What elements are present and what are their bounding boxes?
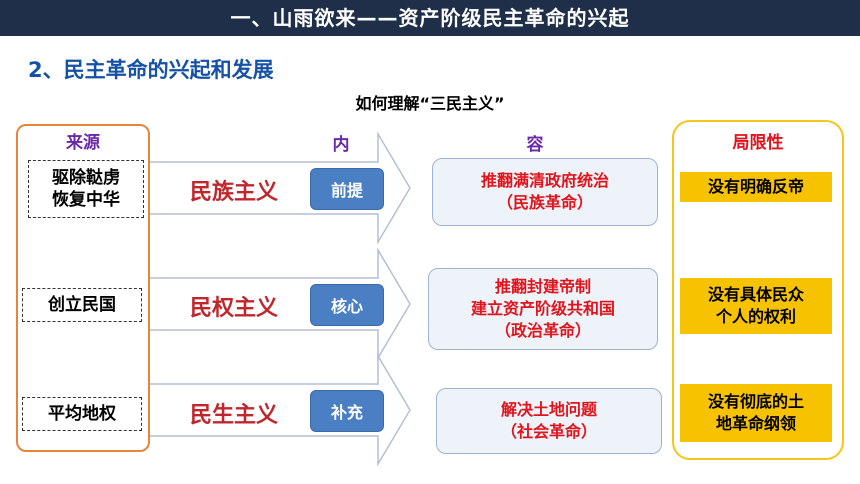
content-1-line-1: 推翻满清政府统治 (480, 171, 609, 190)
content-3-line-2: （社会革命） (500, 422, 597, 441)
content-heading-left: 内 (332, 135, 350, 155)
content-box-1: 推翻满清政府统治 （民族革命） (432, 158, 658, 226)
content-3-line-1: 解决土地问题 (500, 400, 597, 419)
limitation-item-2: 没有具体民众 个人的权利 (680, 278, 832, 334)
doctrine-livelihood: 民生主义 (190, 403, 279, 428)
content-1-line-2: （民族革命） (496, 193, 593, 212)
role-premise: 前提 (310, 168, 384, 210)
doctrine-nationalism: 民族主义 (190, 180, 279, 205)
content-box-2: 推翻封建帝制 建立资产阶级共和国 （政治革命） (428, 268, 658, 350)
header-bar (0, 0, 860, 36)
content-2-line-2: 建立资产阶级共和国 (470, 299, 615, 318)
source-item-2: 创立民国 (22, 288, 142, 322)
role-core: 核心 (310, 284, 384, 326)
limitation-heading: 局限性 (732, 133, 784, 153)
limitation-item-3: 没有彻底的土 地革命纲领 (680, 384, 832, 442)
content-2-line-1: 推翻封建帝制 (494, 277, 591, 296)
source-heading: 来源 (66, 133, 100, 153)
section-title: 2、民主革命的兴起和发展 (28, 58, 274, 82)
diagram-title: 如何理解“三民主义” (355, 94, 505, 113)
content-2-line-3: （政治革命） (494, 321, 591, 340)
arrow-row-3 (146, 353, 411, 467)
role-supplement: 补充 (310, 390, 384, 432)
content-heading-right: 容 (526, 135, 544, 155)
arrow-row-1 (146, 131, 411, 245)
limitation-item-1: 没有明确反帝 (680, 172, 832, 202)
source-item-3: 平均地权 (22, 397, 142, 431)
header-title: 一、山雨欲来——资产阶级民主革命的兴起 (230, 6, 630, 30)
content-box-3: 解决土地问题 （社会革命） (436, 388, 662, 454)
doctrine-democracy: 民权主义 (190, 296, 279, 321)
arrow-row-2 (146, 247, 411, 361)
source-item-1: 驱除鞑虏 恢复中华 (28, 160, 144, 218)
